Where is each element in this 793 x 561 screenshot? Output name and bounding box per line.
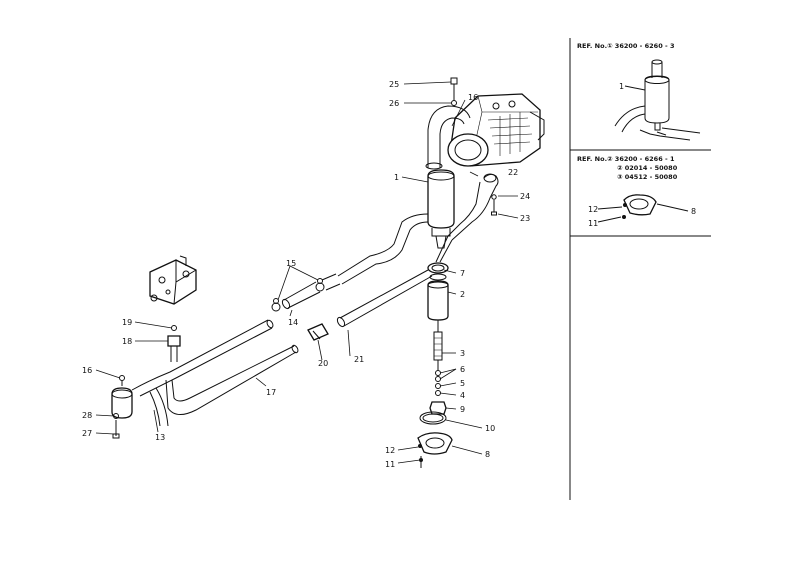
inset-ref-1: REF. No.① 36200 - 6260 - 3 1 (577, 42, 701, 141)
label-16-top: 16 (468, 93, 478, 102)
label-8: 8 (485, 450, 490, 459)
label-12: 12 (385, 446, 395, 455)
fitting-18-19 (167, 325, 181, 362)
label-11: 11 (385, 460, 395, 469)
inset2-ref2-text: ② 02014 - 50080 (617, 164, 678, 172)
inset-ref-2: REF. No.② 36200 - 6266 - 1 ② 02014 - 500… (577, 155, 696, 228)
label-22: 22 (508, 168, 518, 177)
label-1: 1 (394, 173, 399, 182)
exhaust-elbow (425, 105, 471, 170)
valve-block (149, 255, 197, 305)
hose-14 (271, 278, 325, 312)
label-3: 3 (460, 349, 465, 358)
hose-21 (336, 269, 433, 328)
label-10: 10 (485, 424, 495, 433)
pipe-17 (165, 344, 299, 415)
label-18: 18 (122, 337, 132, 346)
label-24: 24 (520, 192, 530, 201)
label-4: 4 (460, 391, 465, 400)
inset-borders (569, 38, 711, 500)
label-23: 23 (520, 214, 530, 223)
pipe-right-down (435, 173, 499, 263)
inset1-part-1: 1 (619, 82, 624, 91)
connector-20 (307, 323, 329, 341)
block-left (111, 375, 133, 439)
part-labels: 25 26 16 1 22 24 23 7 2 3 6 5 4 9 10 8 1… (82, 80, 530, 469)
inset2-ref1-text: REF. No.② 36200 - 6266 - 1 (577, 155, 675, 163)
label-19: 19 (122, 318, 132, 327)
label-15: 15 (286, 259, 296, 268)
pipe-13 (131, 319, 274, 427)
label-20: 20 (318, 359, 328, 368)
muffler (427, 169, 455, 249)
label-9: 9 (460, 405, 465, 414)
label-5: 5 (460, 379, 465, 388)
inset2-ref3-text: ③ 04512 - 50080 (617, 173, 678, 181)
label-7: 7 (460, 269, 465, 278)
label-27: 27 (82, 429, 92, 438)
label-25: 25 (389, 80, 399, 89)
label-14: 14 (288, 318, 298, 327)
inset1-ref-text: REF. No.① 36200 - 6260 - 3 (577, 42, 674, 50)
label-17: 17 (266, 388, 276, 397)
engine-block (447, 93, 545, 167)
pipe-muffler-to-left (321, 213, 429, 291)
label-26: 26 (389, 99, 399, 108)
label-13: 13 (155, 433, 165, 442)
label-2: 2 (460, 290, 465, 299)
bolts-23-24 (491, 194, 497, 216)
inset2-part-8: 8 (691, 207, 696, 216)
filter-assembly (417, 262, 453, 468)
inset2-part-11: 11 (588, 219, 598, 228)
inset2-part-12: 12 (588, 205, 598, 214)
label-28: 28 (82, 411, 92, 420)
leader-lines (95, 81, 519, 464)
label-16-left: 16 (82, 366, 92, 375)
label-6: 6 (460, 365, 465, 374)
label-21: 21 (354, 355, 364, 364)
bolt-25 (450, 77, 458, 106)
